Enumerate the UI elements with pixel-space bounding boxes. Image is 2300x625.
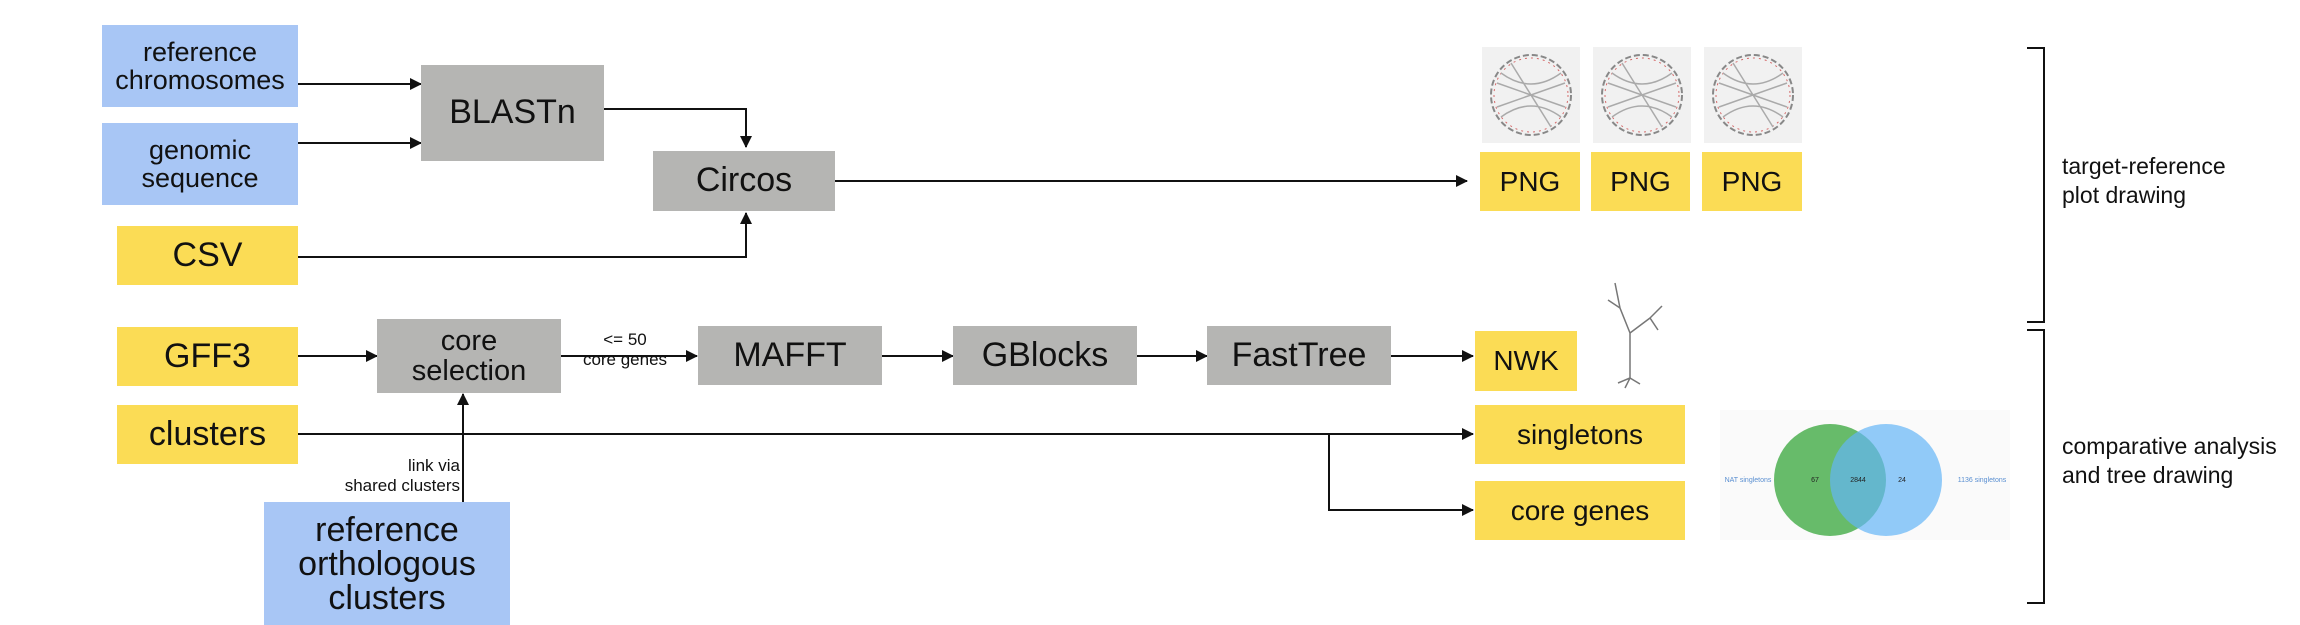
venn-left-count: 67	[1811, 477, 1819, 484]
venn-left-label: NAT singletons	[1725, 477, 1772, 484]
reference-orthologous-clusters-input: reference orthologous clusters	[264, 502, 510, 625]
circos-plot-icon	[1593, 47, 1691, 143]
venn-right-count: 24	[1898, 477, 1906, 484]
nwk-output: NWK	[1475, 331, 1577, 391]
reference-chromosomes-input: reference chromosomes	[102, 25, 298, 107]
png-output-3: PNG	[1702, 152, 1802, 211]
png-output-1: PNG	[1480, 152, 1580, 211]
bracket-target-reference	[2027, 47, 2045, 323]
fasttree-tool: FastTree	[1207, 326, 1391, 385]
tree-thumbnail-icon	[1607, 282, 1663, 389]
gff3-input: GFF3	[117, 327, 298, 386]
clusters-input: clusters	[117, 405, 298, 464]
genomic-sequence-input: genomic sequence	[102, 123, 298, 205]
venn-right-circle	[1830, 424, 1942, 536]
venn-overlap-count: 2844	[1850, 477, 1866, 484]
arrow-csv-circos	[298, 212, 752, 258]
circos-thumbnails	[1482, 47, 1802, 143]
core-selection-tool: core selection	[377, 319, 561, 393]
core-genes-output: core genes	[1475, 481, 1685, 540]
mafft-tool: MAFFT	[698, 326, 882, 385]
target-reference-section-label: target-reference plot drawing	[2062, 153, 2226, 208]
arrow-branch-coregenes	[1328, 434, 1474, 516]
singletons-output: singletons	[1475, 405, 1685, 464]
bracket-comparative	[2027, 329, 2045, 604]
core-genes-limit-label: <= 50 core genes	[582, 330, 668, 370]
link-shared-clusters-label: link via shared clusters	[344, 456, 460, 496]
venn-right-label: 1136 singletons	[1958, 477, 2007, 484]
gblocks-tool: GBlocks	[953, 326, 1137, 385]
csv-input: CSV	[117, 226, 298, 285]
circos-plot-icon	[1704, 47, 1802, 143]
venn-diagram: NAT singletons 67 2844 24 1136 singleton…	[1720, 410, 2010, 540]
arrow-blastn-circos	[604, 108, 752, 148]
png-output-2: PNG	[1591, 152, 1690, 211]
comparative-section-label: comparative analysis and tree drawing	[2062, 433, 2277, 488]
blastn-tool: BLASTn	[421, 65, 604, 161]
circos-plot-icon	[1482, 47, 1580, 143]
circos-tool: Circos	[653, 151, 835, 211]
